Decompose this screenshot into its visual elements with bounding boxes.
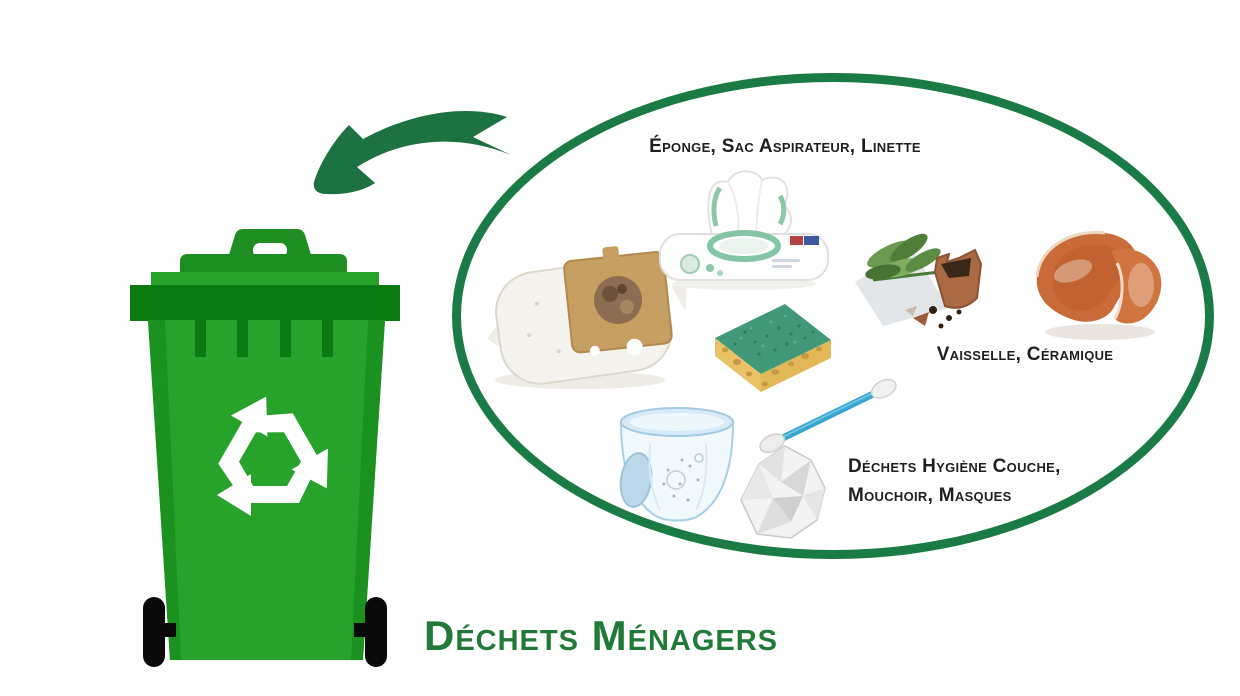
diaper-image	[619, 407, 735, 522]
broken-ceramic-bowl-image	[1035, 230, 1162, 340]
bin-rim	[130, 285, 400, 321]
broken-pot-plant-image	[855, 233, 983, 329]
label-dishes-ceramic: Vaisselle, Céramique	[936, 344, 1114, 365]
recycling-icon	[217, 396, 328, 516]
cotton-swab-image	[759, 378, 897, 454]
label-hygiene-line2: Mouchoir, Masques	[848, 485, 1012, 506]
bin-wheel-left	[143, 597, 165, 667]
bin-lid-band	[151, 272, 379, 288]
label-hygiene: Déchets Hygiène Couche, Mouchoir, Masque…	[848, 452, 1108, 510]
bin-body-shade-right	[351, 320, 385, 660]
bin-wheel-right	[365, 597, 387, 667]
page-title: Déchets Ménagers	[424, 612, 779, 659]
label-hygiene-line1: Déchets Hygiène Couche,	[848, 456, 1061, 477]
tissue-image	[740, 445, 826, 539]
bin-body-shade-left	[148, 320, 181, 660]
bin-rib-tabs	[195, 320, 333, 357]
sponge-image	[715, 304, 831, 392]
category-ellipse-outline	[452, 73, 1214, 559]
bin-axle-left	[164, 623, 176, 637]
vacuum-bag-image	[487, 246, 688, 389]
label-sponge-vacuum: Éponge, Sac Aspirateur, Linette	[649, 136, 921, 157]
wet-wipes-image	[659, 170, 829, 290]
waste-bin-graphic	[130, 229, 400, 667]
arrow-icon	[313, 111, 511, 195]
bin-axle-right	[354, 623, 366, 637]
